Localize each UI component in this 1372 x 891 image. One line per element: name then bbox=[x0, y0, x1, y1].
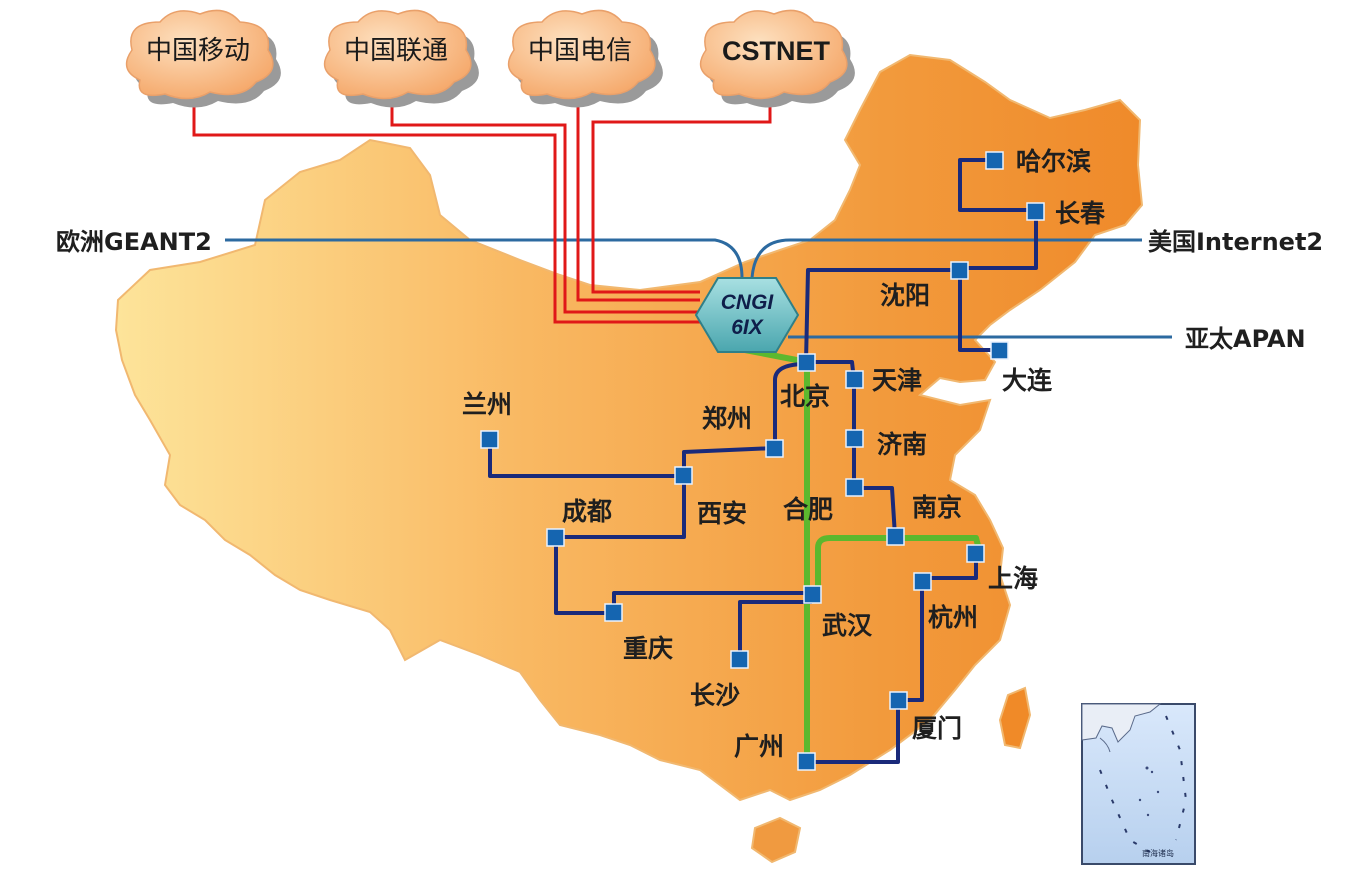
node-jinan bbox=[845, 429, 864, 448]
node-xian bbox=[674, 466, 693, 485]
city-label-jinan: 济南 bbox=[877, 430, 927, 459]
city-label-wuhan: 武汉 bbox=[822, 611, 873, 640]
cloud-label-china-mobile: 中国移动 bbox=[146, 36, 250, 66]
city-labels: 哈尔滨 长春 沈阳 大连 北京 天津 济南 合肥 南京 上海 杭州 厦门 广州 … bbox=[462, 147, 1105, 761]
node-wuhan bbox=[803, 585, 822, 604]
label-usa-internet2: 美国Internet2 bbox=[1148, 228, 1323, 256]
cloud-label-china-unicom: 中国联通 bbox=[344, 36, 448, 66]
international-links bbox=[225, 238, 1172, 339]
link-cstnet bbox=[591, 98, 772, 294]
node-shenyang bbox=[950, 261, 969, 280]
hub-label-line2: 6IX bbox=[731, 316, 765, 339]
cloud-china-mobile: 中国移动 bbox=[125, 9, 281, 108]
city-label-tianjin: 天津 bbox=[872, 366, 922, 395]
international-labels: 欧洲GEANT2 美国Internet2 亚太APAN bbox=[56, 228, 1323, 353]
label-europe-geant2: 欧洲GEANT2 bbox=[56, 228, 212, 256]
cloud-cstnet: CSTNET bbox=[699, 9, 855, 108]
link-europe-geant2 bbox=[225, 238, 744, 279]
hub-label-line1: CNGI bbox=[721, 291, 775, 314]
city-label-shanghai: 上海 bbox=[988, 564, 1038, 593]
link-china-unicom bbox=[390, 98, 700, 314]
city-label-xiamen: 厦门 bbox=[912, 714, 962, 743]
city-label-dalian: 大连 bbox=[1002, 366, 1053, 395]
city-label-beijing: 北京 bbox=[780, 382, 830, 411]
node-beijing bbox=[797, 353, 816, 372]
city-label-hangzhou: 杭州 bbox=[928, 603, 978, 632]
node-changchun bbox=[1026, 202, 1045, 221]
city-nodes bbox=[480, 151, 1045, 771]
city-label-guangzhou: 广州 bbox=[734, 732, 784, 761]
city-label-harbin: 哈尔滨 bbox=[1016, 147, 1091, 176]
node-xiamen bbox=[889, 691, 908, 710]
node-lanzhou bbox=[480, 430, 499, 449]
label-apac: 亚太APAN bbox=[1185, 325, 1306, 353]
node-shanghai bbox=[966, 544, 985, 563]
cloud-china-telecom: 中国电信 bbox=[507, 9, 663, 108]
china-map-shape bbox=[114, 53, 1144, 864]
link-china-telecom bbox=[576, 98, 700, 302]
node-chongqing bbox=[604, 603, 623, 622]
link-usa-internet2 bbox=[750, 238, 1142, 279]
cloud-label-cstnet: CSTNET bbox=[722, 36, 831, 66]
city-label-nanjing: 南京 bbox=[912, 493, 962, 522]
node-hefei bbox=[845, 478, 864, 497]
city-label-hefei: 合肥 bbox=[783, 495, 833, 524]
node-hangzhou bbox=[913, 572, 932, 591]
node-chengdu bbox=[546, 528, 565, 547]
node-tianjin bbox=[845, 370, 864, 389]
city-label-lanzhou: 兰州 bbox=[462, 390, 512, 419]
link-china-mobile bbox=[192, 98, 700, 324]
inset-label: 南海诸岛 bbox=[1142, 848, 1174, 858]
carrier-clouds: 中国移动 中国联通 中国电信 CSTNET bbox=[125, 9, 855, 108]
city-label-changsha: 长沙 bbox=[690, 681, 740, 710]
node-guangzhou bbox=[797, 752, 816, 771]
city-label-zhengzhou: 郑州 bbox=[702, 404, 752, 433]
cloud-label-china-telecom: 中国电信 bbox=[528, 36, 632, 66]
city-label-xian: 西安 bbox=[697, 499, 747, 528]
node-zhengzhou bbox=[765, 439, 784, 458]
south-china-sea-inset: 南海诸岛 bbox=[1081, 703, 1196, 865]
city-label-changchun: 长春 bbox=[1055, 199, 1105, 228]
node-harbin bbox=[985, 151, 1004, 170]
carrier-links bbox=[192, 98, 772, 324]
city-label-chongqing: 重庆 bbox=[623, 634, 673, 663]
cloud-china-unicom: 中国联通 bbox=[323, 9, 479, 108]
city-label-shenyang: 沈阳 bbox=[880, 281, 930, 310]
city-label-chengdu: 成都 bbox=[562, 497, 612, 526]
node-changsha bbox=[730, 650, 749, 669]
node-nanjing bbox=[886, 527, 905, 546]
node-dalian bbox=[990, 341, 1009, 360]
cngi-6ix-hub: CNGI 6IX bbox=[694, 277, 800, 353]
